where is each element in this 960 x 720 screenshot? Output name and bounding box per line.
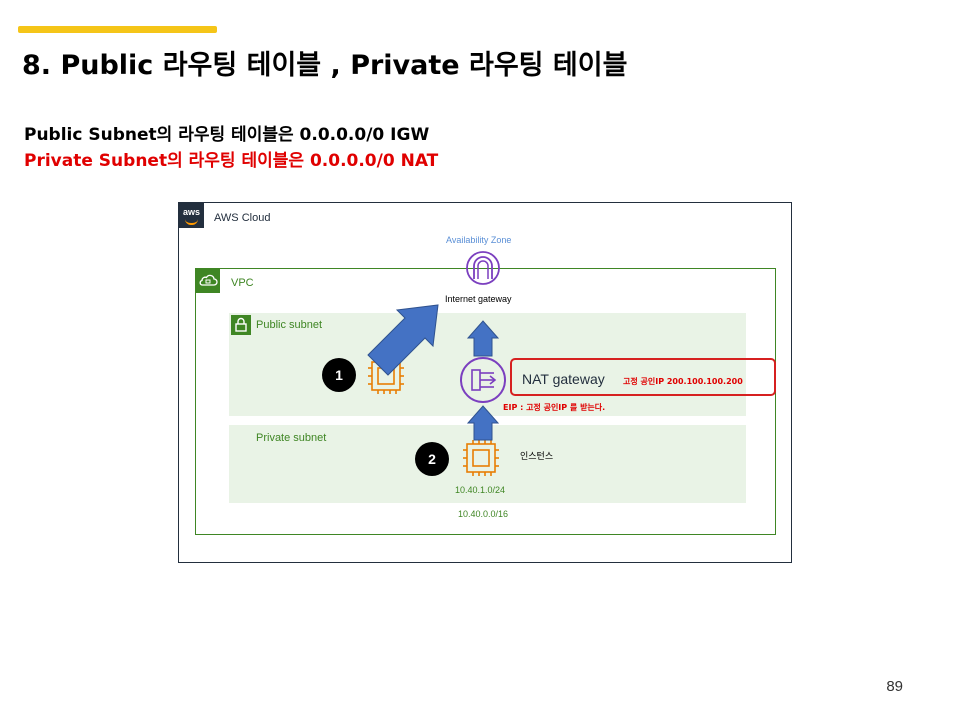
nat-gateway-label: NAT gateway [522, 371, 605, 387]
nat-gateway-icon [460, 357, 506, 403]
public-subnet-label: Public subnet [256, 319, 323, 331]
aws-logo-icon: aws [179, 203, 204, 228]
private-subnet-cidr: 10.40.1.0/24 [455, 485, 506, 495]
public-route-note: Public Subnet의 라우팅 테이블은 0.0.0.0/0 IGW [24, 125, 430, 145]
internet-gateway-label: Internet gateway [445, 294, 512, 304]
slide-title: 8. Public 라우팅 테이블 , Private 라우팅 테이블 [22, 50, 628, 81]
vpc-group [195, 268, 776, 535]
arrow-icon [466, 320, 500, 357]
nat-highlight-box [510, 358, 776, 396]
vpc-label: VPC [231, 277, 254, 289]
instance-label: 인스턴스 [520, 452, 554, 462]
step-badge-2: 2 [415, 442, 449, 476]
lock-icon [231, 315, 251, 335]
vpc-cloud-icon [196, 269, 220, 293]
arrow-icon [466, 405, 500, 441]
aws-cloud-label: AWS Cloud [214, 212, 271, 224]
page-number: 89 [886, 678, 903, 695]
step-badge-1: 1 [322, 358, 356, 392]
ec2-instance-icon [463, 440, 499, 476]
private-subnet-label: Private subnet [256, 432, 327, 444]
eip-note: EIP : 고정 공인IP 를 받는다. [503, 403, 606, 412]
arrow-icon [367, 304, 439, 376]
aws-cloud-group [178, 202, 792, 563]
private-route-note: Private Subnet의 라우팅 테이블은 0.0.0.0/0 NAT [24, 151, 439, 171]
availability-zone-label: Availability Zone [446, 235, 512, 245]
nat-ip-note: 고정 공인IP 200.100.100.200 [623, 377, 743, 386]
title-accent-bar [18, 26, 217, 33]
internet-gateway-icon [466, 251, 500, 285]
vpc-cidr: 10.40.0.0/16 [458, 509, 509, 519]
